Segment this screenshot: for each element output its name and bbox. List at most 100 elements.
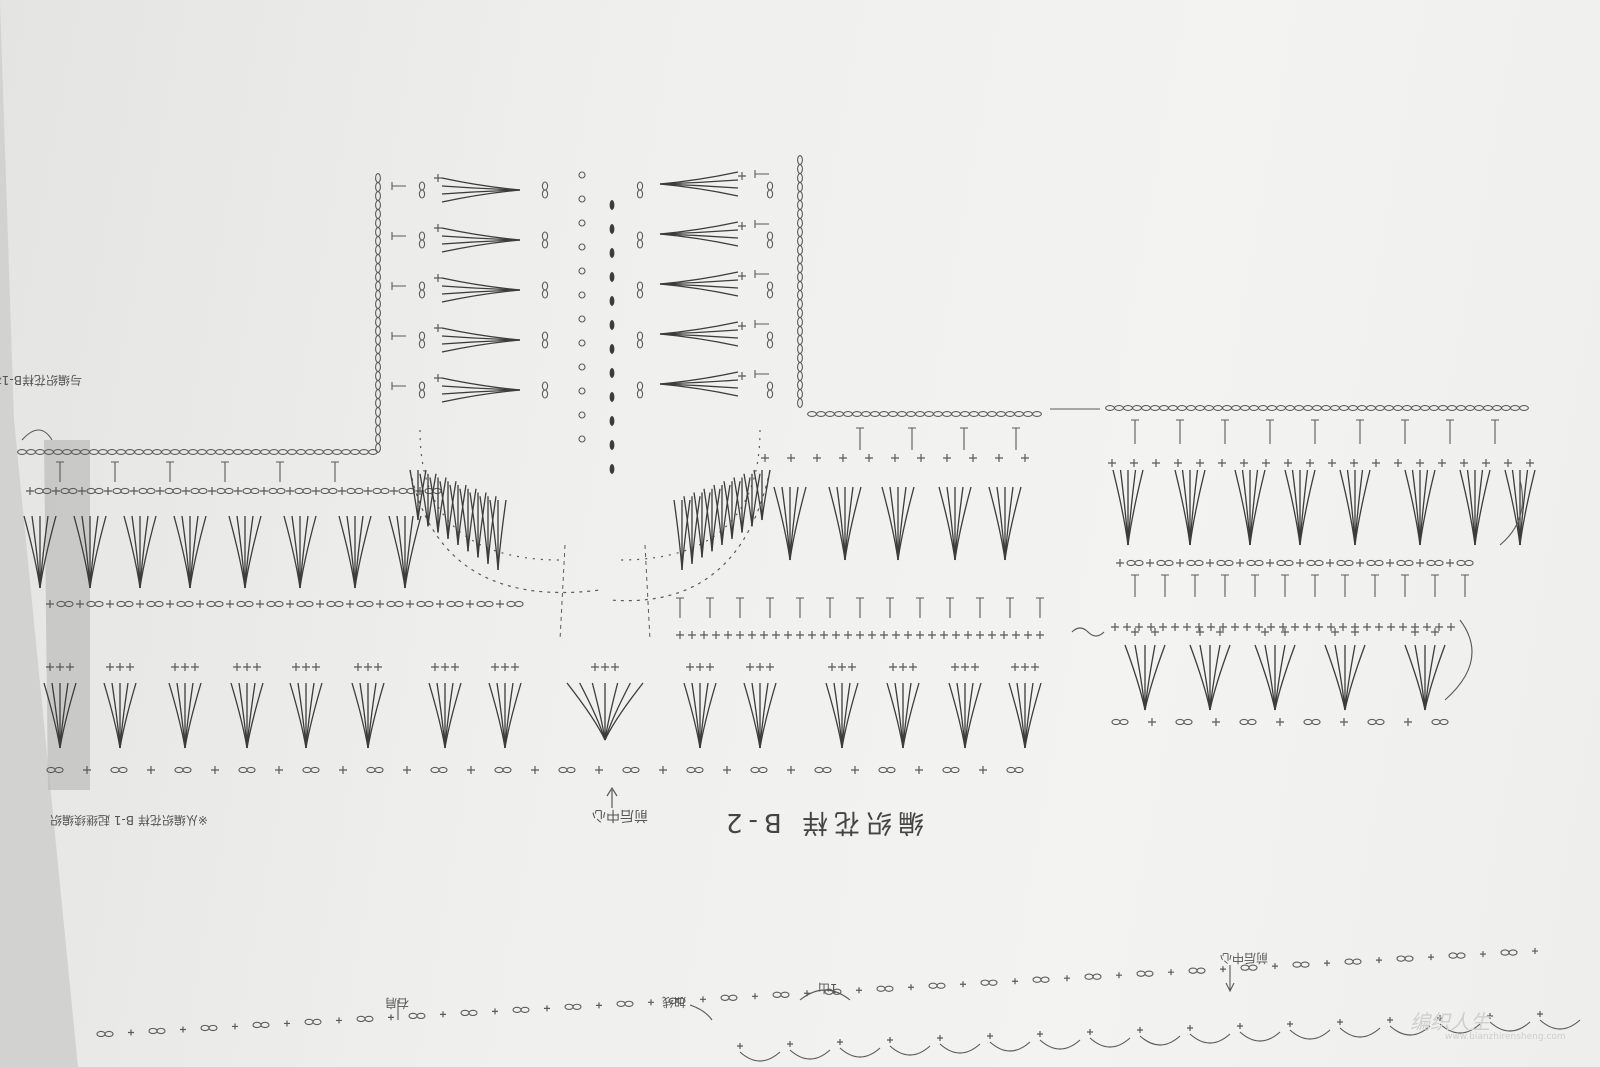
single-crochet-mark	[1526, 459, 1534, 467]
chain-stitch	[35, 449, 45, 455]
single-crochet-mark	[591, 663, 599, 671]
chain-mark	[766, 281, 774, 291]
single-crochet-mark	[724, 631, 732, 639]
chain-stitch	[942, 411, 952, 417]
chain-mark	[1254, 559, 1264, 567]
chain-stitch	[797, 344, 803, 354]
chain-mark	[416, 1012, 426, 1020]
chain-mark	[146, 600, 156, 608]
single-crochet-mark	[848, 663, 856, 671]
single-crochet-mark	[1220, 966, 1226, 973]
single-crochet-mark	[1243, 623, 1251, 631]
chain-mark	[418, 289, 426, 299]
chain-stitch	[1438, 405, 1448, 411]
single-crochet-mark	[601, 663, 609, 671]
cluster-stroke	[1249, 469, 1266, 546]
chain-stitch	[305, 449, 315, 455]
half-double-mark	[1311, 574, 1319, 597]
single-crochet-mark	[1218, 459, 1226, 467]
cluster-stroke	[1284, 469, 1301, 546]
chain-stitch	[797, 389, 803, 399]
chain-stitch	[1483, 405, 1493, 411]
single-crochet-mark	[1011, 663, 1019, 671]
single-crochet-mark	[1171, 623, 1179, 631]
chain-mark	[430, 766, 440, 774]
single-crochet-mark	[748, 631, 756, 639]
chain-mark	[302, 487, 312, 495]
single-crochet-mark	[851, 766, 859, 774]
single-crochet-mark	[1187, 1025, 1193, 1031]
half-double-mark	[111, 461, 119, 482]
single-crochet-mark	[892, 631, 900, 639]
chain-mark	[630, 766, 640, 774]
cluster-stroke	[338, 515, 356, 589]
single-crochet-mark	[916, 631, 924, 639]
turn-arrow-icon	[1499, 479, 1524, 546]
scallop-arc	[1089, 1037, 1131, 1048]
single-crochet-mark	[440, 1011, 446, 1018]
single-crochet-mark	[1240, 459, 1248, 467]
cluster-stroke	[1189, 644, 1211, 711]
half-double-mark	[1251, 574, 1259, 597]
half-double-mark	[676, 597, 684, 618]
cluster-stroke	[902, 682, 920, 749]
cluster-stroke	[733, 477, 743, 533]
cluster-stroke	[441, 339, 521, 353]
chain-stitch	[578, 195, 586, 203]
chain-stitch	[797, 236, 803, 246]
single-crochet-mark	[596, 1002, 602, 1009]
single-crochet-mark	[995, 454, 1003, 462]
single-crochet-mark	[180, 1026, 186, 1033]
cluster-stroke	[488, 682, 506, 749]
chain-mark	[1352, 958, 1362, 965]
single-crochet-mark	[969, 454, 977, 462]
chain-mark	[1246, 559, 1256, 567]
single-crochet-mark	[1021, 454, 1029, 462]
chain-stitch	[797, 182, 803, 192]
cluster-stroke	[437, 477, 447, 533]
chain-stitch	[152, 449, 162, 455]
single-crochet-mark	[1404, 718, 1412, 726]
single-crochet-mark	[960, 981, 966, 988]
chain-stitch	[1105, 405, 1115, 411]
cluster-stroke	[761, 469, 771, 521]
chain-stitch	[375, 434, 381, 444]
chain-mark	[294, 487, 304, 495]
chain-stitch	[1186, 405, 1196, 411]
single-crochet-mark	[988, 631, 996, 639]
scallop-arc	[739, 1051, 781, 1062]
single-crochet-mark	[1337, 1019, 1343, 1025]
chain-stitch	[80, 449, 90, 455]
chain-mark	[750, 766, 760, 774]
chain-mark	[766, 181, 774, 191]
continue-from-b1-note: ※从编织花样 B-1 起继续编织	[50, 813, 208, 827]
chain-stitch	[242, 449, 252, 455]
chain-stitch	[834, 411, 844, 417]
chain-stitch	[375, 335, 381, 345]
single-crochet-mark	[915, 766, 923, 774]
chain-mark	[636, 289, 644, 299]
single-crochet-mark	[436, 600, 444, 608]
single-crochet-mark	[1460, 459, 1468, 467]
single-crochet-mark	[1174, 459, 1182, 467]
chain-stitch	[870, 411, 880, 417]
cluster-stroke	[447, 481, 457, 539]
cluster-stroke	[659, 383, 739, 397]
chain-stitch	[960, 411, 970, 417]
cluster-stroke	[844, 486, 862, 561]
cluster-stroke	[467, 488, 477, 552]
single-crochet-mark	[1376, 957, 1382, 964]
single-crochet-mark	[696, 663, 704, 671]
chain-mark	[356, 600, 366, 608]
chain-stitch	[17, 449, 27, 455]
half-double-mark	[1461, 574, 1469, 597]
chain-mark	[772, 991, 782, 998]
single-crochet-mark	[1031, 663, 1039, 671]
single-crochet-mark	[434, 274, 442, 282]
chain-mark	[1434, 559, 1444, 567]
chain-mark	[1448, 952, 1458, 959]
chain-mark	[514, 600, 524, 608]
chain-mark	[296, 600, 306, 608]
single-crochet-mark	[1000, 631, 1008, 639]
chain-stitch	[1510, 405, 1520, 411]
